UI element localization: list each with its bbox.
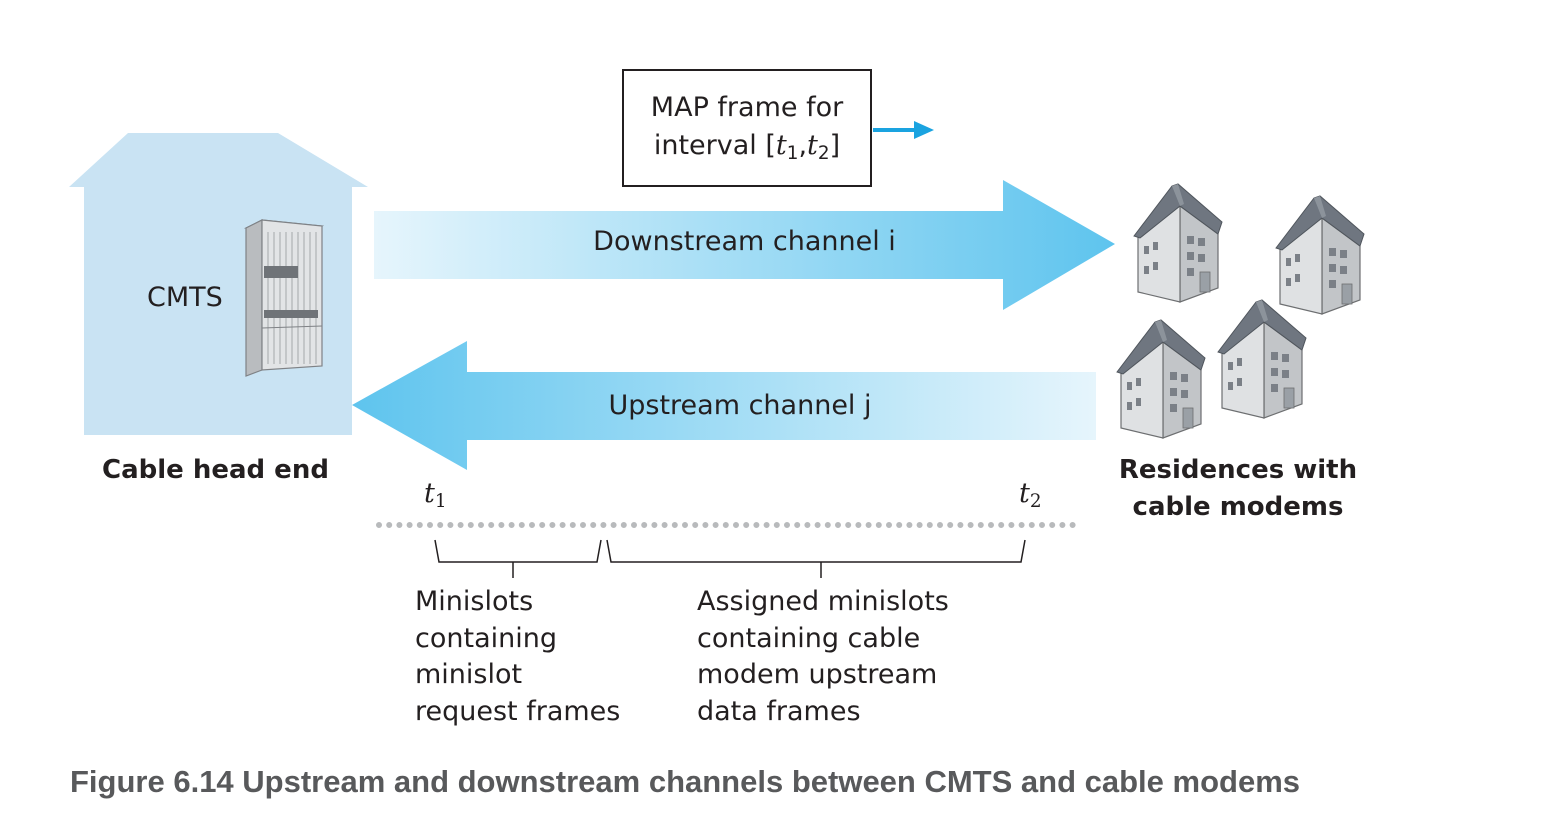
map-frame-label: MAP frame for interval [t1,t2] [622,89,872,173]
residences-line1: Residences with [1118,455,1358,485]
figure-caption: Figure 6.14 Upstream and downstream chan… [70,764,1300,799]
minislot-request-line: Minislots [415,586,534,617]
map-interval-separator: , [798,130,808,161]
residences-label: Residences with cable modems [1110,452,1366,526]
minislot-request-line: minislot [415,659,523,690]
minislot-request-line: containing [415,622,557,654]
minislot-request-label: Minislots containing minislot request fr… [415,584,620,730]
residences-line2: cable modems [1132,492,1344,522]
map-interval-suffix: ] [829,130,841,161]
downstream-arrow [374,180,1115,310]
t1-marker: t1 [424,478,447,512]
map-frame-box [622,69,872,187]
map-t1-subscript: 1 [786,143,799,165]
map-frame-line2: interval [t1,t2] [622,127,872,173]
upstream-channel-label: Upstream channel j [608,390,872,421]
map-t1-symbol: t [775,130,787,161]
t2-symbol: t [1019,478,1030,509]
downstream-channel-label: Downstream channel i [593,226,896,257]
residence-house-4 [1217,299,1307,419]
assigned-minislots-line: Assigned minislots [697,586,949,617]
cmts-label: CMTS [147,282,223,313]
assigned-minislots-line: containing cable [697,622,921,654]
minislot-request-line: request frames [415,695,621,727]
assigned-minislots-label: Assigned minislots containing cable mode… [697,584,949,730]
map-t2-subscript: 2 [817,143,830,165]
residence-house-1 [1133,183,1223,303]
upstream-arrow [352,341,1096,470]
map-t2-symbol: t [807,130,818,161]
map-frame-arrow [873,121,934,139]
t1-symbol: t [424,478,435,509]
cmts-server-icon [243,219,325,377]
assigned-minislots-line: data frames [697,695,861,727]
assigned-minislots-bracket [606,539,1026,578]
residence-house-2 [1275,195,1365,315]
assigned-minislots-line: modem upstream [697,659,938,690]
request-minislots-bracket [434,539,602,578]
residence-house-3 [1116,319,1206,439]
t2-marker: t2 [1019,478,1042,512]
t2-subscript: 2 [1029,491,1042,513]
t1-subscript: 1 [434,491,447,513]
map-frame-line1: MAP frame for [650,92,844,123]
map-interval-prefix: interval [ [653,130,776,161]
cable-head-end-label: Cable head end [102,455,329,485]
